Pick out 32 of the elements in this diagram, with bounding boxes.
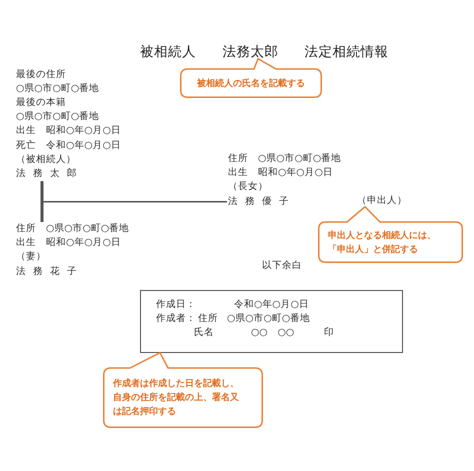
- field-value: 令和○年○月○日: [234, 298, 309, 312]
- record-line: 最後の住所: [16, 68, 67, 82]
- field-value: ○○ ○○: [251, 326, 294, 340]
- record-line: 出生 昭和○年○月○日: [16, 124, 121, 138]
- record-line: 住所 ○県○市○町○番地: [228, 152, 342, 166]
- record-line: ○県○市○町○番地: [16, 110, 100, 124]
- certificate-box: [140, 290, 403, 353]
- record-line: 最後の本籍: [16, 96, 67, 110]
- callout-text: 被相続人の氏名を記載する: [197, 76, 305, 90]
- record-line: 出生 昭和○年○月○日: [228, 166, 334, 180]
- person-name: 法 務 花 子: [16, 264, 78, 279]
- field-label: 作成日：: [156, 298, 196, 312]
- record-line: 死亡 令和○年○月○日: [16, 138, 121, 153]
- callout-text: 申出人となる相続人には、「申出人」と併記する: [328, 228, 437, 256]
- relation-label: （長女）: [228, 180, 269, 194]
- record-line: ○県○市○町○番地: [16, 82, 100, 96]
- person-name: 法 務 優 子: [228, 194, 290, 209]
- relation-label: （被相続人）: [16, 152, 77, 167]
- record-line: 住所 ○県○市○町○番地: [16, 222, 130, 236]
- field-label: 住所: [198, 312, 218, 326]
- field-label: 作成者：: [156, 312, 196, 326]
- field-label: 氏名: [194, 326, 214, 340]
- role-label: （申出人）: [357, 194, 407, 208]
- family-line: [40, 181, 44, 222]
- record-line: 出生 昭和○年○月○日: [16, 236, 122, 250]
- relation-label: （妻）: [16, 250, 47, 264]
- title: 被相続人 法務太郎 法定相続情報: [140, 43, 389, 62]
- person-name: 法 務 太 郎: [16, 167, 78, 182]
- callout-text: 作成者は作成した日を記載し、自身の住所を記載の上、署名又は記名押印する: [113, 377, 240, 419]
- note-text: 以下余白: [262, 259, 302, 273]
- field-value: ○県○市○町○番地: [227, 312, 310, 326]
- seal-label: 印: [324, 326, 334, 340]
